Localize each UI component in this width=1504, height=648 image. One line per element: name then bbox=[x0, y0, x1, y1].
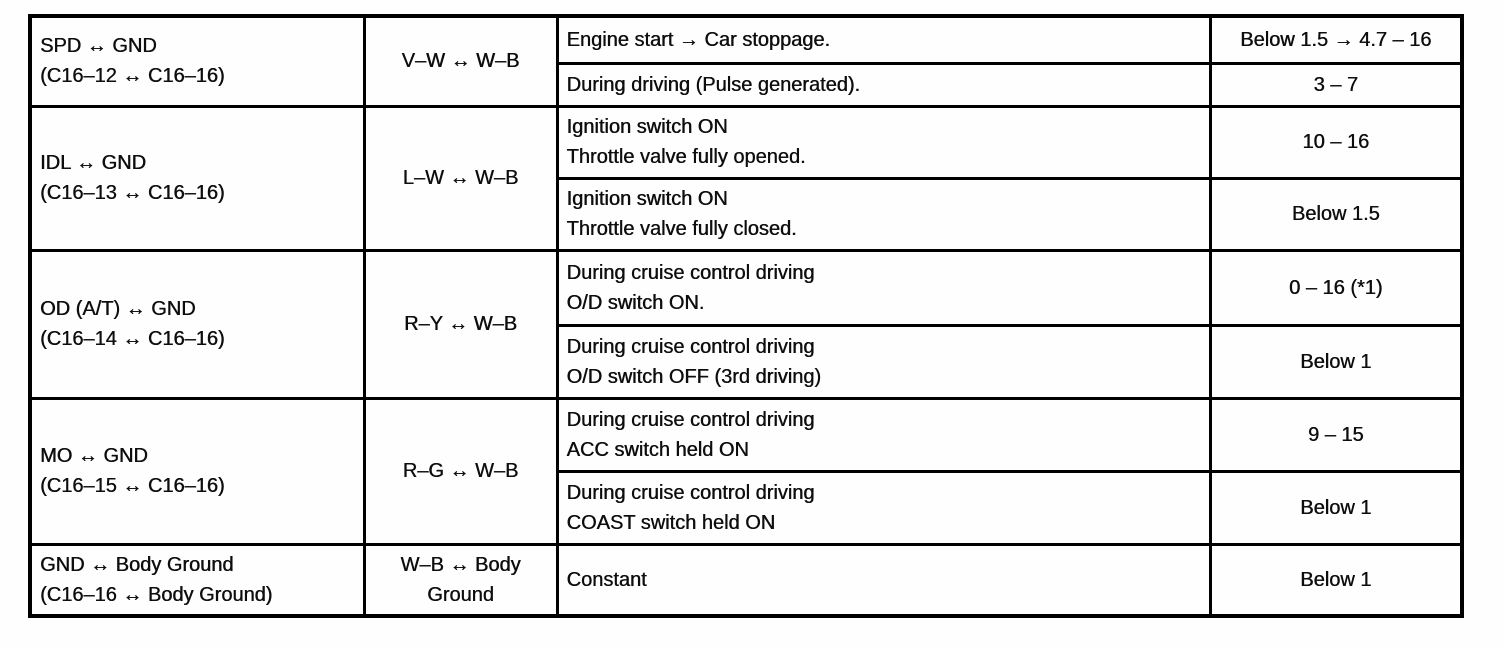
table-row: SPD ↔ GND (C16–12 ↔ C16–16) V–W ↔ W–B En… bbox=[28, 14, 1464, 108]
wire-color-cell: R–Y ↔ W–B bbox=[362, 248, 559, 400]
value-cell: 0 – 16 (*1) bbox=[1208, 248, 1464, 327]
condition-cell: Ignition switch ON Throttle valve fully … bbox=[555, 104, 1212, 180]
terminal-cell: GND ↔ Body Ground (C16–16 ↔ Body Ground) bbox=[28, 542, 366, 617]
terminal-cell: IDL ↔ GND (C16–13 ↔ C16–16) bbox=[28, 104, 366, 252]
table-wrapper: SPD ↔ GND (C16–12 ↔ C16–16) V–W ↔ W–B En… bbox=[28, 14, 1464, 618]
value-cell: Below 1 bbox=[1208, 323, 1464, 400]
table-row: During cruise control driving COAST swit… bbox=[30, 469, 1464, 546]
value-cell: 3 – 7 bbox=[1208, 61, 1464, 108]
wire-color-cell: W–B ↔ Body Ground bbox=[362, 542, 559, 617]
wire-color-cell: L–W ↔ W–B bbox=[362, 104, 559, 252]
condition-cell: Engine start → Car stoppage. bbox=[555, 14, 1212, 65]
condition-cell: During cruise control driving ACC switch… bbox=[555, 396, 1212, 473]
value-cell: Below 1 bbox=[1208, 542, 1464, 617]
terminal-cell: MO ↔ GND (C16–15 ↔ C16–16) bbox=[28, 396, 366, 546]
terminal-cell: OD (A/T) ↔ GND (C16–14 ↔ C16–16) bbox=[28, 248, 366, 400]
table-row: IDL ↔ GND (C16–13 ↔ C16–16) L–W ↔ W–B Ig… bbox=[28, 104, 1464, 252]
table-row: GND ↔ Body Ground (C16–16 ↔ Body Ground)… bbox=[28, 542, 1464, 617]
table-row: During driving (Pulse generated). 3 – 7 bbox=[30, 61, 1464, 108]
condition-cell: During driving (Pulse generated). bbox=[555, 61, 1212, 108]
value-cell: Below 1.5 → 4.7 – 16 bbox=[1208, 14, 1464, 65]
terminal-voltage-table: SPD ↔ GND (C16–12 ↔ C16–16) V–W ↔ W–B En… bbox=[28, 14, 1464, 618]
condition-cell: During cruise control driving COAST swit… bbox=[555, 469, 1212, 546]
table-row: During cruise control driving O/D switch… bbox=[30, 323, 1464, 400]
wire-color-cell: R–G ↔ W–B bbox=[362, 396, 559, 546]
condition-cell: During cruise control driving O/D switch… bbox=[555, 248, 1212, 327]
condition-cell: Constant bbox=[555, 542, 1212, 617]
table-row: OD (A/T) ↔ GND (C16–14 ↔ C16–16) R–Y ↔ W… bbox=[28, 248, 1464, 400]
value-cell: 10 – 16 bbox=[1208, 104, 1464, 180]
table-row: MO ↔ GND (C16–15 ↔ C16–16) R–G ↔ W–B Dur… bbox=[28, 396, 1464, 546]
condition-cell: Ignition switch ON Throttle valve fully … bbox=[555, 176, 1212, 252]
value-cell: Below 1.5 bbox=[1208, 176, 1464, 252]
wire-color-cell: V–W ↔ W–B bbox=[362, 14, 559, 108]
value-cell: 9 – 15 bbox=[1208, 396, 1464, 473]
condition-cell: During cruise control driving O/D switch… bbox=[555, 323, 1212, 400]
value-cell: Below 1 bbox=[1208, 469, 1464, 546]
table-row: Ignition switch ON Throttle valve fully … bbox=[30, 176, 1464, 252]
terminal-cell: SPD ↔ GND (C16–12 ↔ C16–16) bbox=[28, 14, 366, 108]
